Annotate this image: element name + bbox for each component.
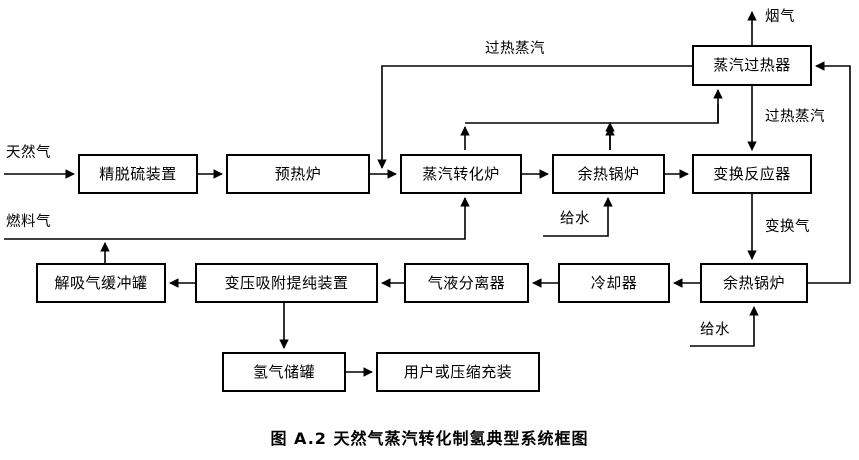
edge-feed-water-to-boiler2	[690, 306, 759, 347]
node-label: 蒸汽转化炉	[422, 164, 500, 183]
node-label: 预热炉	[274, 164, 322, 183]
node-label: 氢气储罐	[252, 362, 315, 381]
node-label: 精脱硫装置	[99, 164, 177, 183]
stream-label-fuel-gas: 燃料气	[6, 214, 51, 230]
node-label: 冷却器	[590, 273, 638, 292]
node-label: 变压吸附提纯装置	[224, 273, 349, 292]
node-waste-heat-boiler-1[interactable]: 余热锅炉	[552, 154, 665, 194]
node-label: 余热锅炉	[722, 273, 785, 292]
node-label: 用户或压缩充装	[403, 362, 513, 381]
node-preheating-furnace[interactable]: 预热炉	[226, 154, 370, 194]
node-label: 变换反应器	[713, 164, 791, 183]
stream-label-superheated-steam-right: 过热蒸汽	[765, 109, 825, 125]
node-label: 气液分离器	[427, 273, 506, 292]
stream-label-feed-water-bottom: 给水	[700, 322, 730, 338]
figure-caption: 图 A.2 天然气蒸汽转化制氢典型系统框图	[270, 429, 589, 448]
node-desorption-gas-tank[interactable]: 解吸气缓冲罐	[36, 263, 166, 303]
node-fine-desulfurization[interactable]: 精脱硫装置	[78, 154, 198, 194]
node-cooler[interactable]: 冷却器	[558, 263, 670, 303]
node-shift-reactor[interactable]: 变换反应器	[692, 154, 812, 194]
edge-fuel-gas-header	[4, 197, 470, 240]
edge-boiler2-to-superheater	[808, 61, 851, 284]
node-label: 解吸气缓冲罐	[54, 273, 148, 292]
edge-superheater-to-reformer	[377, 65, 692, 169]
stream-label-superheated-steam-top: 过热蒸汽	[485, 41, 545, 57]
node-steam-reformer[interactable]: 蒸汽转化炉	[400, 154, 522, 194]
node-gas-liquid-separator[interactable]: 气液分离器	[404, 263, 529, 303]
node-psa-purification[interactable]: 变压吸附提纯装置	[195, 263, 378, 303]
node-label: 余热锅炉	[577, 164, 640, 183]
edge-steam-header	[465, 104, 719, 124]
node-waste-heat-boiler-2[interactable]: 余热锅炉	[700, 263, 808, 303]
node-label: 蒸汽过热器	[713, 56, 791, 74]
stream-label-shift-gas: 变换气	[765, 219, 810, 235]
node-user-or-compression[interactable]: 用户或压缩充装	[376, 352, 540, 392]
node-hydrogen-storage[interactable]: 氢气储罐	[222, 352, 346, 392]
stream-label-flue-gas: 烟气	[765, 9, 795, 25]
stream-label-natural-gas: 天然气	[6, 145, 51, 161]
stream-label-feed-water-mid: 给水	[560, 211, 590, 227]
node-steam-superheater[interactable]: 蒸汽过热器	[692, 45, 812, 86]
edge-feed-water-to-boiler1	[543, 197, 613, 237]
